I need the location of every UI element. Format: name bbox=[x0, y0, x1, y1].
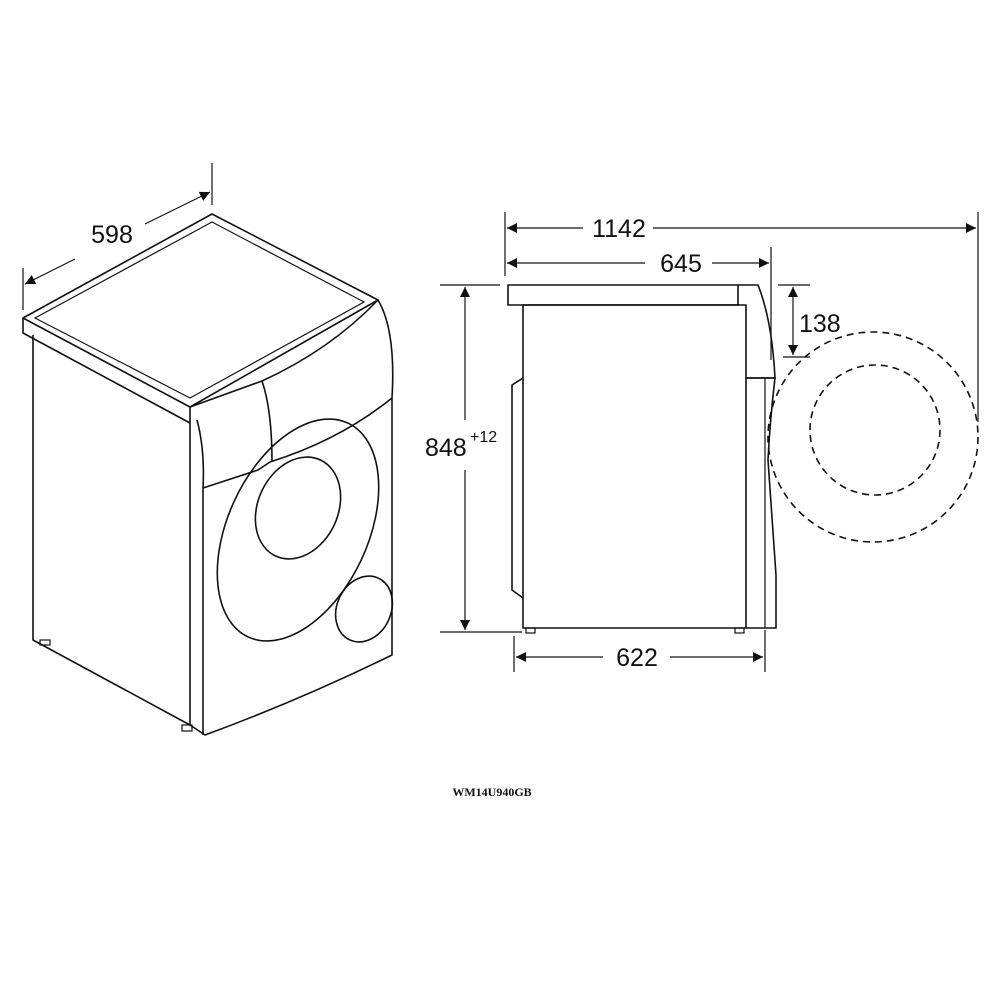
panel-height-dimension: 138 bbox=[778, 284, 841, 358]
front-corner bbox=[196, 419, 205, 735]
door-swing-outer bbox=[767, 331, 979, 543]
panel-height-label: 138 bbox=[799, 310, 841, 338]
height-tolerance: +12 bbox=[470, 429, 497, 446]
dimension-arrow bbox=[24, 258, 76, 285]
body-depth-label: 622 bbox=[616, 644, 658, 672]
height-label: 848 bbox=[425, 434, 467, 462]
total-depth-label: 1142 bbox=[592, 215, 646, 243]
front-outline bbox=[189, 299, 394, 736]
service-flap bbox=[334, 575, 394, 643]
top-rim bbox=[33, 221, 366, 399]
width-label: 598 bbox=[91, 221, 133, 249]
control-panel-profile bbox=[738, 284, 776, 379]
depth-dimension: 645 bbox=[507, 247, 772, 360]
door-swing-inner bbox=[809, 364, 941, 496]
foot bbox=[525, 627, 536, 634]
side-panel bbox=[32, 335, 191, 726]
body-depth-dimension: 622 bbox=[513, 630, 766, 672]
door-outer-ring bbox=[216, 418, 380, 642]
height-dimension: 848 +12 bbox=[425, 284, 522, 633]
door-window bbox=[254, 456, 342, 560]
side-view: 1142 645 848 +12 bbox=[425, 212, 979, 672]
dimension-arrow bbox=[144, 191, 211, 225]
model-number: WM14U940GB bbox=[452, 785, 531, 799]
top-surface bbox=[22, 213, 379, 408]
control-panel-edge bbox=[202, 397, 393, 489]
foot bbox=[181, 724, 193, 732]
total-depth-dimension: 1142 bbox=[504, 212, 979, 422]
top-slab-edge bbox=[22, 318, 191, 424]
isometric-view: 598 bbox=[22, 163, 394, 736]
width-dimension: 598 bbox=[22, 163, 213, 310]
rear-bump bbox=[511, 377, 524, 599]
worktop bbox=[507, 284, 739, 306]
drawer-divider bbox=[261, 380, 273, 463]
foot bbox=[734, 627, 745, 634]
door-profile bbox=[746, 377, 777, 629]
cabinet-body bbox=[522, 304, 747, 629]
foot bbox=[39, 639, 51, 646]
depth-label: 645 bbox=[660, 250, 702, 278]
